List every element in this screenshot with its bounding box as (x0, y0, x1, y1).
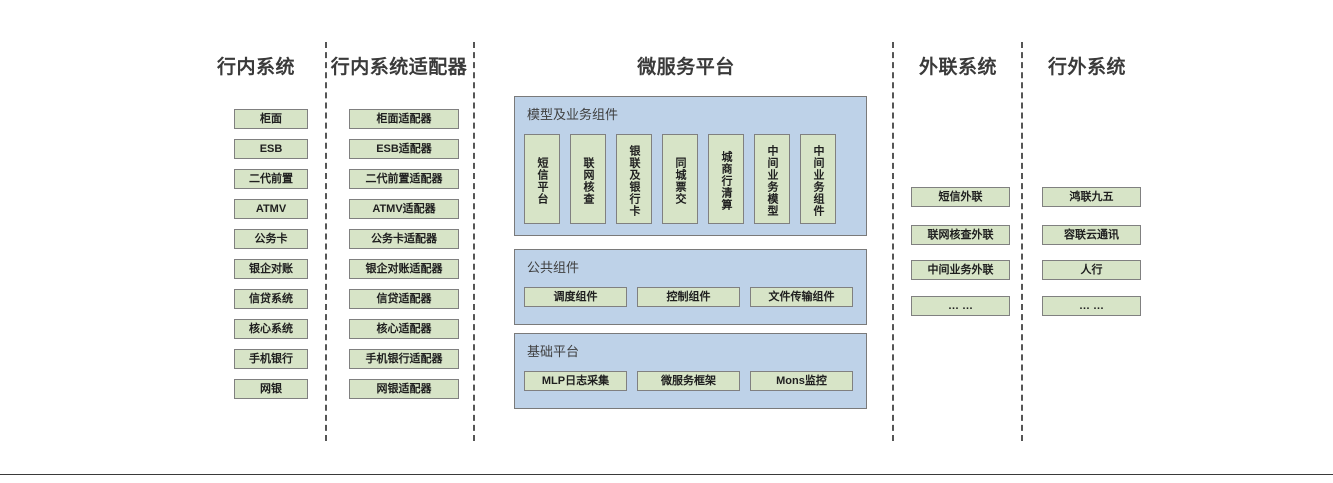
node-model-component-6[interactable]: 中间业务模型 (754, 134, 790, 224)
node-base-platform-1[interactable]: MLP日志采集 (524, 371, 627, 391)
node-inner-adapter-4[interactable]: ATMV适配器 (349, 199, 459, 219)
group-label-model-business-components: 模型及业务组件 (527, 107, 619, 122)
node-inner-system-3[interactable]: 二代前置 (234, 169, 308, 189)
group-label-public-components: 公共组件 (527, 260, 580, 275)
node-outside-system-2[interactable]: 容联云通讯 (1042, 225, 1141, 245)
column-title-inner-adapters: 行内系统适配器 (330, 57, 468, 78)
divider-external-outside (1021, 42, 1023, 441)
node-inner-system-8[interactable]: 核心系统 (234, 319, 308, 339)
node-public-component-2[interactable]: 控制组件 (637, 287, 740, 307)
node-model-component-7[interactable]: 中间业务组件 (800, 134, 836, 224)
node-inner-adapter-5[interactable]: 公务卡适配器 (349, 229, 459, 249)
node-inner-adapter-9[interactable]: 手机银行适配器 (349, 349, 459, 369)
node-model-component-3[interactable]: 银联及银行卡 (616, 134, 652, 224)
node-outside-system-1[interactable]: 鸿联九五 (1042, 187, 1141, 207)
divider-platform-external (892, 42, 894, 441)
node-inner-adapter-8[interactable]: 核心适配器 (349, 319, 459, 339)
node-model-component-1[interactable]: 短信平台 (524, 134, 560, 224)
node-public-component-1[interactable]: 调度组件 (524, 287, 627, 307)
node-base-platform-2[interactable]: 微服务框架 (637, 371, 740, 391)
node-outside-system-4[interactable]: … … (1042, 296, 1141, 316)
column-title-outside-systems: 行外系统 (1047, 57, 1126, 78)
bottom-rule (0, 474, 1333, 475)
node-inner-system-2[interactable]: ESB (234, 139, 308, 159)
node-external-link-2[interactable]: 联网核查外联 (911, 225, 1010, 245)
node-model-component-2[interactable]: 联网核查 (570, 134, 606, 224)
node-outside-system-3[interactable]: 人行 (1042, 260, 1141, 280)
node-inner-adapter-7[interactable]: 信贷适配器 (349, 289, 459, 309)
node-inner-system-1[interactable]: 柜面 (234, 109, 308, 129)
divider-adapters-platform (473, 42, 475, 441)
node-inner-adapter-2[interactable]: ESB适配器 (349, 139, 459, 159)
node-inner-system-4[interactable]: ATMV (234, 199, 308, 219)
node-inner-adapter-3[interactable]: 二代前置适配器 (349, 169, 459, 189)
group-label-base-platform: 基础平台 (527, 344, 580, 359)
node-inner-system-9[interactable]: 手机银行 (234, 349, 308, 369)
column-title-external-link-systems: 外联系统 (918, 57, 997, 78)
node-external-link-4[interactable]: … … (911, 296, 1010, 316)
node-base-platform-3[interactable]: Mons监控 (750, 371, 853, 391)
node-external-link-1[interactable]: 短信外联 (911, 187, 1010, 207)
column-title-microservice-platform: 微服务平台 (637, 57, 735, 78)
node-inner-adapter-6[interactable]: 银企对账适配器 (349, 259, 459, 279)
node-model-component-5[interactable]: 城商行清算 (708, 134, 744, 224)
node-inner-system-7[interactable]: 信贷系统 (234, 289, 308, 309)
node-inner-adapter-1[interactable]: 柜面适配器 (349, 109, 459, 129)
node-external-link-3[interactable]: 中间业务外联 (911, 260, 1010, 280)
node-inner-adapter-10[interactable]: 网银适配器 (349, 379, 459, 399)
column-title-inner-systems: 行内系统 (216, 57, 295, 78)
node-model-component-4[interactable]: 同城票交 (662, 134, 698, 224)
node-inner-system-6[interactable]: 银企对账 (234, 259, 308, 279)
node-inner-system-10[interactable]: 网银 (234, 379, 308, 399)
node-inner-system-5[interactable]: 公务卡 (234, 229, 308, 249)
node-public-component-3[interactable]: 文件传输组件 (750, 287, 853, 307)
divider-inner-systems-adapters (325, 42, 327, 441)
